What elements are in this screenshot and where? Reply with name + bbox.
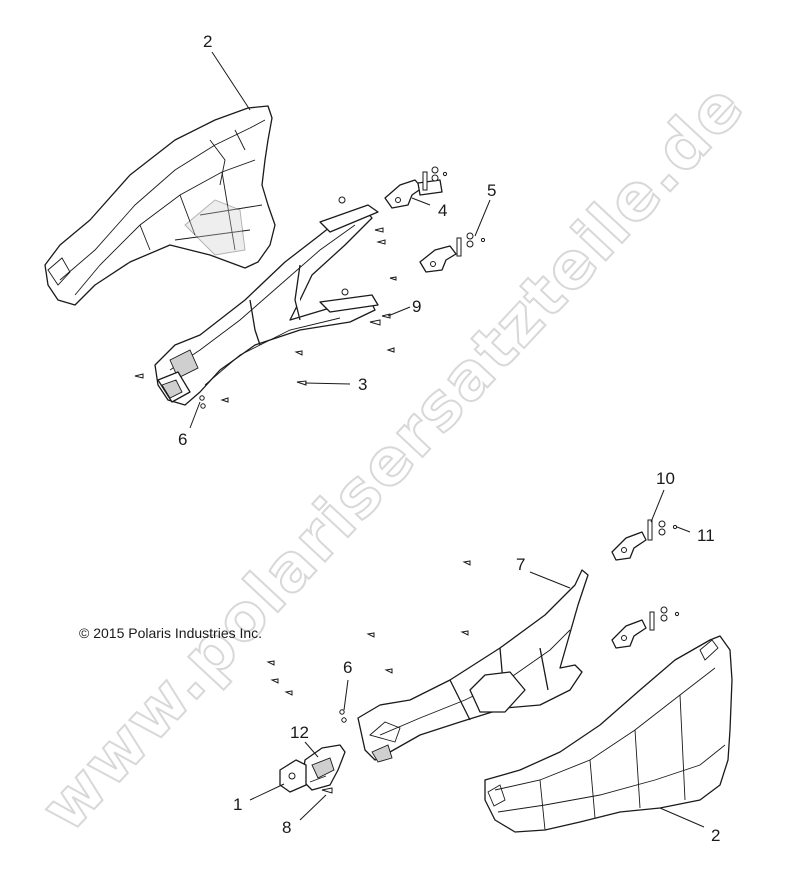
callout-top-9: 9 — [412, 297, 421, 316]
upper-hinge-bracket-5 — [419, 245, 457, 273]
copyright-notice: © 2015 Polaris Industries Inc. — [79, 625, 262, 641]
callout-top-6: 6 — [178, 430, 187, 449]
callout-bot-2: 2 — [711, 826, 720, 845]
upper-door-panel — [44, 105, 276, 306]
callout-bot-1: 1 — [233, 795, 242, 814]
callout-top-3: 3 — [358, 375, 367, 394]
lower-door-frame — [357, 569, 589, 763]
callout-bot-8: 8 — [282, 818, 291, 837]
lower-hinge-bracket-upper — [611, 531, 647, 561]
door-latch — [301, 744, 346, 791]
lower-hardware — [266, 519, 680, 794]
latch-plate — [279, 759, 307, 793]
lower-leader-lines — [249, 489, 705, 828]
upper-door-frame — [154, 204, 379, 406]
callout-top-2: 2 — [203, 32, 212, 51]
upper-leader-lines — [189, 51, 491, 429]
callout-bot-12: 12 — [290, 723, 309, 742]
lower-callouts: 10 11 7 6 12 1 8 2 — [233, 469, 720, 845]
callout-bot-11: 11 — [697, 526, 715, 545]
lower-hinge-bracket-lower — [611, 619, 647, 649]
upper-hardware — [134, 166, 486, 409]
upper-hinge-bracket-4 — [384, 179, 443, 209]
upper-callouts: 2 4 5 9 3 6 — [178, 32, 496, 449]
callout-bot-7: 7 — [516, 555, 525, 574]
callout-bot-10: 10 — [656, 469, 675, 488]
lower-door-panel — [484, 635, 733, 833]
callout-top-5: 5 — [487, 181, 496, 200]
callout-bot-6: 6 — [343, 658, 352, 677]
callout-top-4: 4 — [438, 201, 447, 220]
